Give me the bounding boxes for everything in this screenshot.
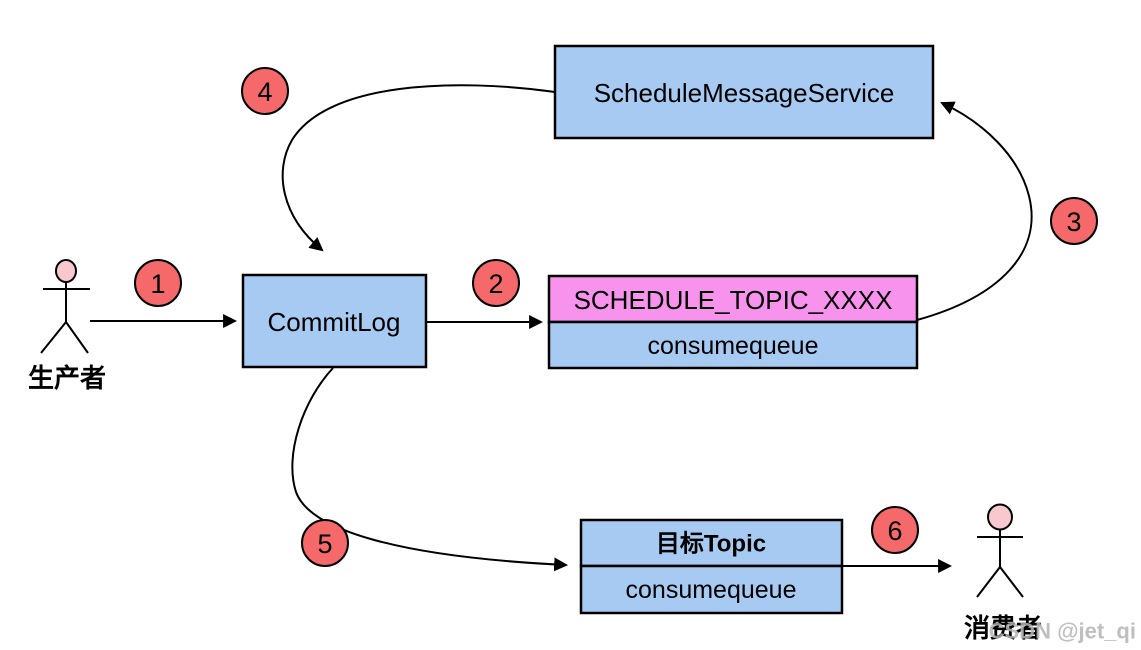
step-badge-4-circle: [241, 67, 289, 115]
watermark: CSDN @jet_qi: [989, 619, 1136, 644]
producer-right-leg: [65, 321, 89, 354]
schedule-message-service-box: ScheduleMessageService: [553, 44, 935, 140]
target-topic-label: 目标Topic: [656, 531, 766, 558]
target-consumequeue-rect: [579, 564, 844, 615]
target-consumequeue-label: consumequeue: [626, 576, 797, 604]
commitlog-label: CommitLog: [268, 307, 401, 337]
schedule-topic-rect: [547, 274, 919, 324]
consumer-right-leg: [999, 566, 1024, 598]
target-topic-box: 目标Topic consumequeue: [579, 518, 844, 615]
target-topic-rect: [579, 518, 844, 568]
step-badge-1: 1: [134, 259, 182, 307]
step-badge-2-number: 2: [488, 269, 503, 299]
producer-actor: [40, 259, 90, 354]
step-badge-6-number: 6: [887, 516, 902, 546]
arrow-4-service-to-commitlog: [281, 84, 556, 252]
consumer-label: 消费者: [964, 613, 1042, 643]
step-badge-3: 3: [1050, 197, 1098, 245]
step-badge-1-number: 1: [150, 269, 165, 299]
step-badge-5-number: 5: [317, 529, 332, 559]
flow-arrows: [90, 84, 1033, 573]
producer-head: [55, 259, 77, 283]
step-badge-3-number: 3: [1066, 207, 1081, 237]
step-badge-4-number: 4: [257, 77, 272, 107]
step-badge-1-circle: [134, 259, 182, 307]
schedule-consumequeue-rect: [547, 320, 919, 370]
schedule-message-service-label: ScheduleMessageService: [594, 78, 895, 108]
arrow-3-schedule-topic-to-service: [916, 101, 1033, 321]
step-badge-2: 2: [472, 259, 520, 307]
commitlog-rect: [241, 273, 428, 369]
consumer-left-leg: [976, 566, 1001, 598]
schedule-consumequeue-label: consumequeue: [648, 332, 819, 360]
step-badge-6-circle: [871, 506, 919, 554]
schedule-topic-box: SCHEDULE_TOPIC_XXXX consumequeue: [547, 274, 919, 370]
step-badge-3-circle: [1050, 197, 1098, 245]
schedule-topic-label: SCHEDULE_TOPIC_XXXX: [574, 285, 893, 315]
step-badge-5: 5: [301, 519, 349, 567]
commitlog-box: CommitLog: [241, 273, 428, 369]
producer-label: 生产者: [28, 363, 106, 393]
consumer-head: [987, 503, 1013, 531]
arrow-5-commitlog-to-target-topic: [291, 367, 569, 572]
step-badge-6: 6: [871, 506, 919, 554]
producer-left-leg: [40, 321, 67, 354]
step-badge-2-circle: [472, 259, 520, 307]
consumer-actor: [976, 503, 1024, 598]
step-badge-5-circle: [301, 519, 349, 567]
schedule-message-service-rect: [553, 44, 935, 140]
step-badge-4: 4: [241, 67, 289, 115]
